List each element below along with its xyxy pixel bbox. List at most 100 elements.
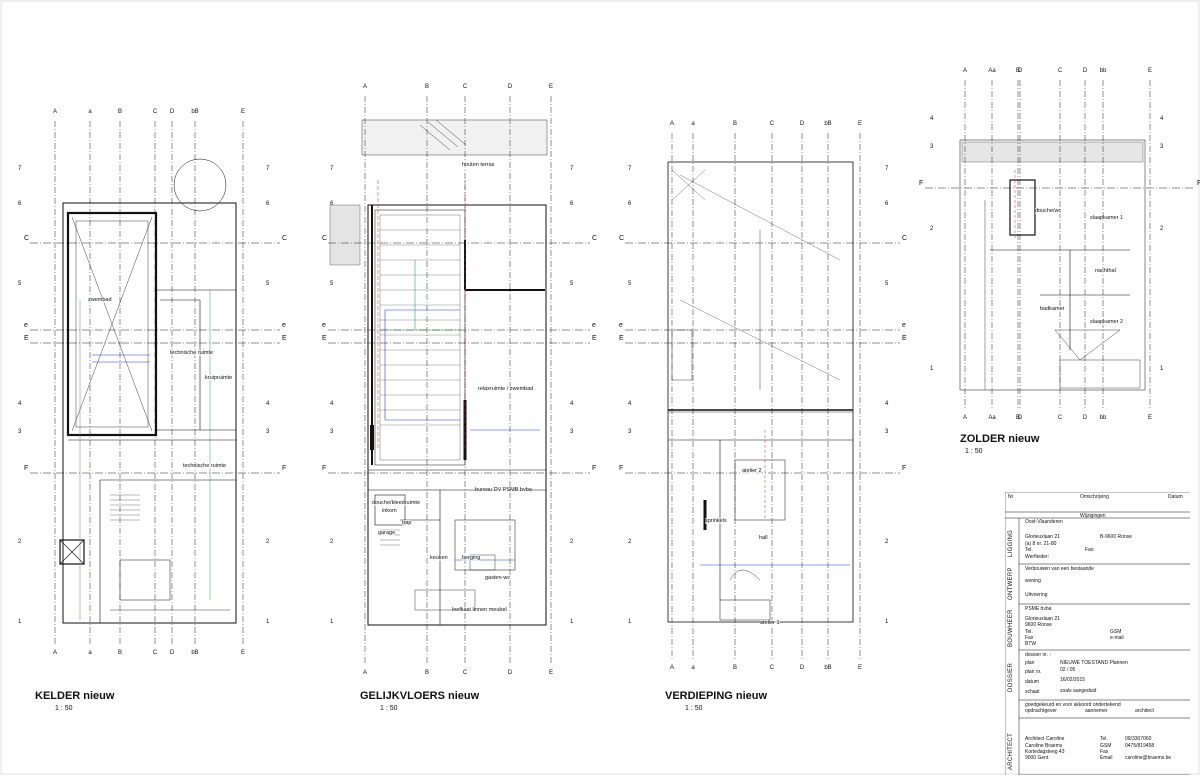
owner-addr2: 9600 Ronse <box>1025 622 1052 628</box>
row-label-kelder-0: 7 <box>18 166 22 172</box>
plan-kelder <box>59 158 237 624</box>
gridline-label-r-kelder-2: E <box>282 335 287 342</box>
plan-title-kelder: KELDER nieuw <box>35 690 115 702</box>
plan-scale-zolder: 1 : 50 <box>965 448 983 455</box>
arch-tel-label: Tel. <box>1100 736 1108 742</box>
room-label-kelder-1: technische ruimte <box>170 350 214 356</box>
gridline-label-r-verdieping-3: F <box>902 465 906 472</box>
axis-label-kelder-3: C <box>153 109 158 115</box>
room-label-gelijkvloers-0: houten terras <box>462 162 495 168</box>
arch-city: 9000 Gent <box>1025 755 1049 761</box>
axis-label-bottom-gelijkvloers-3: D <box>508 670 513 676</box>
axis-label-bottom-gelijkvloers-0: A <box>363 670 367 676</box>
axis-label-bottom-gelijkvloers-2: C <box>463 670 468 676</box>
wijzigingen-label: Wijzigingen <box>1080 513 1106 519</box>
address: Glorieuxlaan 21 <box>1025 534 1061 540</box>
axis-label-verdieping-1: a <box>691 121 695 127</box>
axis-label-bottom-kelder-6: E <box>241 650 245 656</box>
row-label-r-verdieping-6: 1 <box>885 619 889 625</box>
axis-label-verdieping-0: A <box>670 121 674 127</box>
row-label-r-verdieping-3: 4 <box>885 401 889 407</box>
row-label-zolder-2: 2 <box>930 226 934 232</box>
row-label-gelijkvloers-2: 5 <box>330 281 334 287</box>
gridline-label-verdieping-0: C <box>619 235 624 242</box>
arch-fax-label: Fax <box>1100 749 1109 755</box>
dossier-label: DOSSIER <box>1008 662 1014 692</box>
room-label-kelder-2: kruipruimte <box>205 375 233 381</box>
axis-label-zolder-2: B <box>1016 68 1020 74</box>
room-label-zolder-4: slaapkamer 2 <box>1090 319 1124 325</box>
axis-label-verdieping-6: E <box>858 121 862 127</box>
owner-gsm: GSM <box>1110 629 1122 635</box>
axis-label-bottom-kelder-1: a <box>88 650 92 656</box>
plan-verdieping <box>667 161 854 623</box>
row-label-kelder-1: 6 <box>18 201 22 207</box>
plan-title-zolder: ZOLDER nieuw <box>960 433 1040 445</box>
postal: B-9600 Ronse <box>1100 534 1132 540</box>
plan-scale-kelder: 1 : 50 <box>55 705 73 712</box>
row-label-r-gelijkvloers-2: 5 <box>570 281 574 287</box>
gridline-label-r-verdieping-0: C <box>902 235 907 242</box>
gridline-label-r-gelijkvloers-2: E <box>592 335 597 342</box>
gridline-label-r-verdieping-2: E <box>902 335 907 342</box>
row-label-gelijkvloers-6: 1 <box>330 619 334 625</box>
row-label-r-kelder-0: 7 <box>266 166 270 172</box>
row-label-verdieping-4: 3 <box>628 429 632 435</box>
werfleider: Werfleider: <box>1025 554 1050 560</box>
row-label-zolder-0: 4 <box>930 116 934 122</box>
schaal-value: zoals aangeduid <box>1060 688 1097 694</box>
axis-label-verdieping-2: B <box>733 121 737 127</box>
plan-label: plan <box>1025 660 1035 666</box>
phase: Uitvoering <box>1025 592 1048 598</box>
row-label-r-gelijkvloers-5: 2 <box>570 539 574 545</box>
room-label-zolder-2: nachthal <box>1095 268 1116 274</box>
axis-label-zolder-6: bb <box>1100 68 1107 74</box>
axis-label-verdieping-5: bB <box>824 121 831 127</box>
arch-gsm: 0475/819458 <box>1125 743 1155 749</box>
dossier-nr: dossier nr. : <box>1025 652 1051 658</box>
room-label-gelijkvloers-3: douche/kleedruimte <box>372 500 421 506</box>
room-label-kelder-3: technische ruimte <box>183 463 227 469</box>
rev-nr-header: Nr <box>1008 494 1014 500</box>
schaal-label: schaal <box>1025 689 1040 695</box>
axis-label-kelder-4: D <box>170 109 175 115</box>
owner-fax: Fax <box>1025 635 1034 641</box>
axis-label-bottom-kelder-5: bB <box>191 650 198 656</box>
row-label-r-gelijkvloers-0: 7 <box>570 166 574 172</box>
plan-value: NIEUWE TOESTAND Plannen <box>1060 660 1128 666</box>
gridline-label-r-gelijkvloers-1: e <box>592 322 596 329</box>
axis-label-bottom-zolder-0: A <box>963 415 967 421</box>
plan-scale-gelijkvloers: 1 : 50 <box>380 705 398 712</box>
plan-nr: 02 / 05 <box>1060 667 1076 673</box>
row-label-verdieping-6: 1 <box>628 619 632 625</box>
gridline-label-gelijkvloers-3: F <box>322 465 326 472</box>
axis-label-bottom-verdieping-3: C <box>770 665 775 671</box>
axis-label-verdieping-3: C <box>770 121 775 127</box>
datum-value: 16/02/2015 <box>1060 677 1086 683</box>
owner-tel: Tel. <box>1025 629 1033 635</box>
kelder-zwembad-wall <box>66 211 158 437</box>
room-label-verdieping-2: hall <box>759 535 768 541</box>
axis-label-zolder-5: D <box>1083 68 1088 74</box>
ligging-tel: Tel. <box>1025 547 1033 553</box>
opdrachtgever: opdrachtgever <box>1025 708 1057 714</box>
axis-label-bottom-kelder-2: B <box>118 650 122 656</box>
row-label-zolder-3: 1 <box>930 366 934 372</box>
room-label-gelijkvloers-7: keuken <box>430 555 448 561</box>
row-label-r-kelder-3: 4 <box>266 401 270 407</box>
row-label-verdieping-0: 7 <box>628 166 632 172</box>
axis-label-bottom-zolder-7: E <box>1148 415 1152 421</box>
owner-btw: BTW <box>1025 641 1037 647</box>
axis-label-gelijkvloers-3: D <box>508 84 513 90</box>
row-label-r-verdieping-0: 7 <box>885 166 889 172</box>
bouwheer-label: BOUWHEER <box>1008 609 1014 647</box>
row-label-r-verdieping-2: 5 <box>885 281 889 287</box>
row-label-verdieping-2: 5 <box>628 281 632 287</box>
row-label-r-kelder-2: 5 <box>266 281 270 287</box>
axis-label-kelder-2: B <box>118 109 122 115</box>
plan-zolder <box>959 139 1146 391</box>
gridline-label-r-gelijkvloers-0: C <box>592 235 597 242</box>
row-label-gelijkvloers-3: 4 <box>330 401 334 407</box>
gridline-label-gelijkvloers-0: C <box>322 235 327 242</box>
room-label-gelijkvloers-8: leefkast linnen meubel <box>452 607 507 613</box>
